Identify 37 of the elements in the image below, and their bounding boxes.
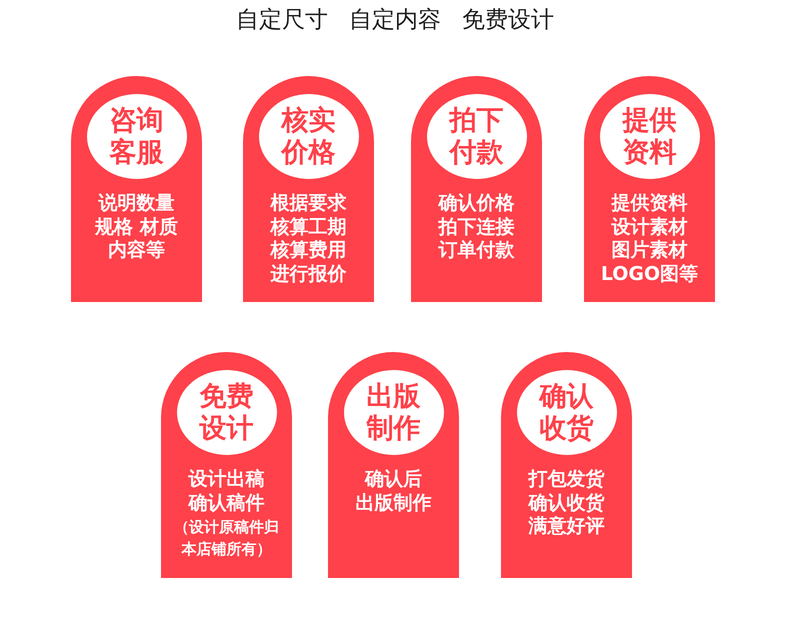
step-detail: LOGO图等 [600, 262, 698, 286]
step-detail: 设计素材 [612, 216, 688, 239]
step-title: 免费设计 [198, 380, 254, 444]
step-title: 提供资料 [621, 104, 678, 168]
step-detail: 进行报价 [270, 262, 346, 286]
step-title: 出版制作 [365, 380, 422, 444]
step-card [411, 76, 542, 302]
step-detail: 满意好评 [528, 515, 604, 538]
step-card [501, 352, 632, 578]
step-card [161, 352, 292, 578]
step-detail: 订单付款 [438, 239, 514, 262]
step-detail: 图片素材 [612, 239, 688, 262]
step-detail: 根据要求 [270, 192, 346, 216]
step-detail: 设计出稿 [188, 468, 264, 492]
step-card [71, 76, 202, 302]
step-detail: 核算费用 [270, 239, 346, 262]
step-detail: 确认价格 [438, 192, 514, 216]
step-title: 确认收货 [538, 380, 594, 444]
step-detail: 内容等 [108, 239, 165, 262]
step-detail: 提供资料 [612, 192, 688, 216]
step-detail: 规格 材质 [95, 216, 178, 239]
step-detail: 打包发货 [528, 468, 604, 492]
step-detail: 说明数量 [98, 192, 174, 216]
step-card [328, 352, 459, 578]
step-detail: 核算工期 [270, 216, 346, 239]
step-detail: 出版制作 [356, 492, 432, 515]
step-title: 核实价格 [280, 104, 336, 168]
step-title: 拍下付款 [448, 104, 504, 168]
step-title: 咨询客服 [108, 104, 164, 168]
note-text: （设计原稿件归本店铺所有） [174, 517, 280, 560]
step-detail: 确认收货 [528, 492, 604, 515]
step-card [243, 76, 374, 302]
step-detail: 拍下连接 [438, 216, 514, 239]
step-detail: 确认后 [365, 468, 422, 492]
page-title: 自定尺寸 自定内容 免费设计 [236, 6, 554, 35]
step-detail: 确认稿件 [188, 492, 264, 515]
step-card [584, 76, 715, 302]
